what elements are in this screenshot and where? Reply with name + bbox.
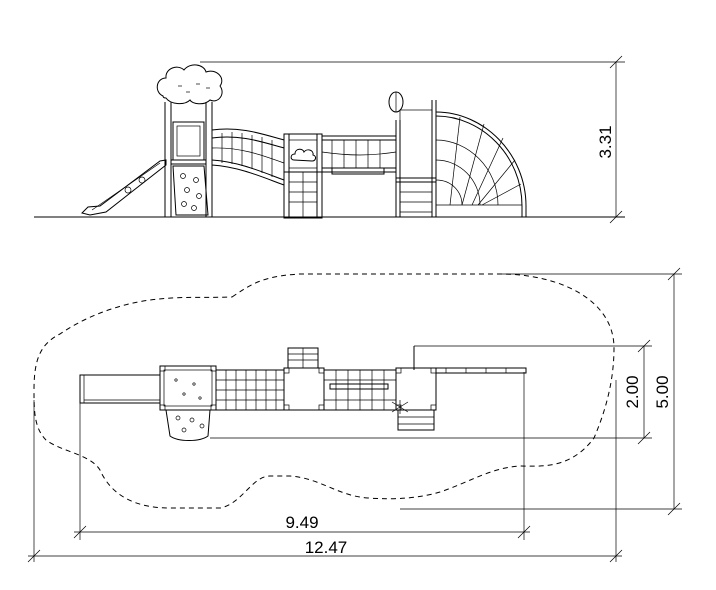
tree-tower-plan <box>159 365 217 441</box>
arch-net-elevation <box>435 111 527 217</box>
dim-label-length-inner: 9.49 <box>285 513 318 532</box>
dim-label-depth-outer: 5.00 <box>653 375 672 408</box>
middle-tower-elevation <box>283 133 323 219</box>
dim-label-length-outer: 12.47 <box>305 538 348 557</box>
depth-dimension-inner: 2.00 <box>210 339 652 445</box>
tree-tower-elevation <box>156 64 223 217</box>
plan-view: 2.00 5.00 9.49 12.47 <box>27 267 682 563</box>
dim-label-depth-inner: 2.00 <box>623 375 642 408</box>
length-dimension-inner: 9.49 <box>73 372 531 540</box>
ladder-tower-plan <box>391 346 527 431</box>
net-bridge-plan <box>215 369 285 411</box>
middle-tower-plan <box>283 347 325 411</box>
rope-bridge-elevation <box>321 135 397 175</box>
rope-bridge-plan <box>323 369 397 411</box>
slide-plan <box>79 374 161 404</box>
tree-roof <box>156 64 223 105</box>
elevation-view: 3.31 <box>34 55 625 224</box>
ladder-tower-elevation <box>388 91 437 217</box>
net-bridge-elevation <box>211 128 285 186</box>
dim-label-height: 3.31 <box>596 125 615 158</box>
slide-elevation <box>81 159 167 216</box>
height-dimension: 3.31 <box>200 55 625 224</box>
depth-dimension-outer: 5.00 <box>400 267 682 516</box>
safety-zone-outline <box>33 273 615 509</box>
length-dimension-outer: 12.47 <box>27 380 623 563</box>
